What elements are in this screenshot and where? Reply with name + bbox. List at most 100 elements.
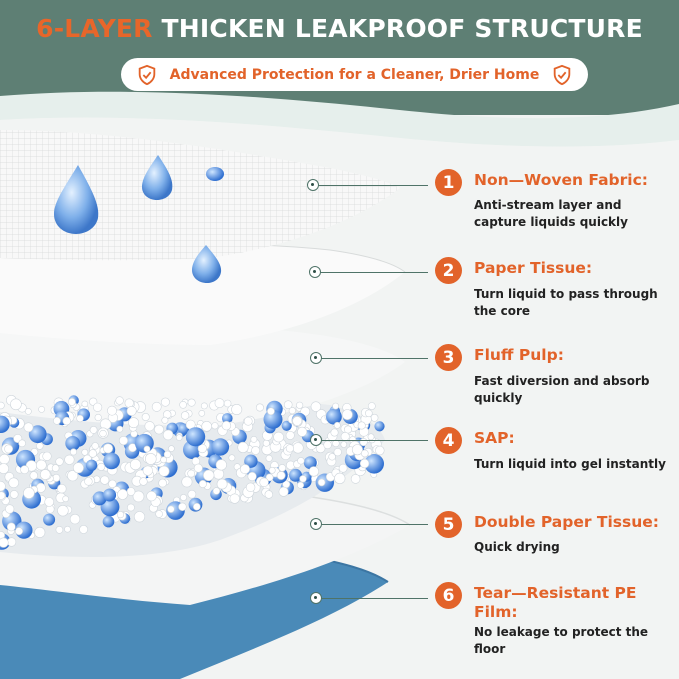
sap-bead <box>317 478 326 487</box>
layer-title: Tear—Resistant PE Film: <box>474 584 637 621</box>
sap-bead <box>357 421 366 430</box>
sap-bead <box>20 465 29 475</box>
sap-bead <box>360 449 369 458</box>
sap-bead <box>333 448 342 457</box>
leader-dot-4 <box>310 434 322 446</box>
sap-bead <box>116 510 125 519</box>
non-woven-layer <box>0 130 400 261</box>
sap-bead <box>251 445 260 455</box>
page-title: 6-LAYER THICKEN LEAKPROOF STRUCTURE <box>0 14 679 43</box>
sap-bead <box>162 429 174 441</box>
sap-bead <box>126 487 136 496</box>
sap-bead <box>72 462 84 474</box>
layer-description: Quick drying <box>474 540 560 554</box>
layer-number-badge: 1 <box>435 169 462 196</box>
sap-bead <box>81 448 89 456</box>
sap-bead <box>34 526 46 538</box>
sap-bead <box>168 445 175 452</box>
sap-bead <box>285 430 295 440</box>
sap-bead <box>245 482 256 492</box>
sap-bead <box>323 440 332 450</box>
layer-title: Fluff Pulp: <box>474 346 564 364</box>
leader-dot-5 <box>310 518 322 530</box>
sap-bead <box>52 473 61 482</box>
sap-bead <box>296 481 304 489</box>
water-droplets <box>54 155 224 283</box>
gel-bead <box>244 454 258 468</box>
sap-bead <box>283 400 293 410</box>
sap-bead <box>69 513 81 525</box>
sap-bead <box>250 435 258 443</box>
fluff-pulp-layer <box>0 322 405 426</box>
sap-bead <box>68 397 76 406</box>
gel-bead <box>43 513 56 526</box>
sap-bead <box>278 464 287 472</box>
sap-bead <box>142 465 153 476</box>
sap-bead <box>375 445 385 456</box>
sap-bead <box>160 397 170 407</box>
sap-bead <box>4 444 14 454</box>
layer-number-badge: 5 <box>435 511 462 538</box>
gel-bead <box>326 408 342 425</box>
sap-bead <box>288 407 296 415</box>
sap-bead <box>297 457 305 465</box>
sap-bead <box>179 400 187 409</box>
sap-bead <box>201 420 212 432</box>
sap-bead <box>57 484 67 494</box>
sap-bead <box>276 471 286 480</box>
sap-bead <box>64 525 71 533</box>
sap-bead <box>44 497 55 507</box>
sap-bead <box>91 442 99 450</box>
sap-bead <box>198 409 206 417</box>
sap-bead <box>338 463 348 473</box>
sap-bead <box>333 421 341 429</box>
leader-line-3 <box>321 358 428 359</box>
gel-bead <box>281 420 292 431</box>
sap-bead <box>133 511 146 523</box>
sap-bead <box>118 436 129 446</box>
gel-bead <box>364 454 385 474</box>
sap-bead <box>296 401 304 409</box>
sap-bead <box>39 469 51 480</box>
sap-bead <box>151 401 162 412</box>
leader-line-6 <box>321 598 428 599</box>
leader-dot-1 <box>307 179 319 191</box>
gel-bead <box>186 427 206 447</box>
sap-bead <box>81 400 89 408</box>
sap-bead <box>89 425 98 434</box>
sap-bead <box>161 416 169 424</box>
layer-title: Paper Tissue: <box>474 259 593 277</box>
sap-bead <box>240 464 251 475</box>
sap-bead <box>163 450 172 459</box>
sap-bead <box>264 490 273 499</box>
sap-bead <box>115 396 124 405</box>
sap-bead <box>129 458 142 471</box>
layer-number-badge: 3 <box>435 344 462 371</box>
gel-bead <box>303 456 317 470</box>
sap-bead <box>53 416 61 425</box>
gel-bead <box>103 452 120 470</box>
sap-bead <box>97 462 106 471</box>
gel-bead <box>289 468 302 482</box>
layer-number-badge: 6 <box>435 582 462 609</box>
leader-line-5 <box>321 524 428 525</box>
sap-bead <box>215 459 227 471</box>
sap-bead <box>265 454 273 462</box>
sap-bead <box>285 444 295 453</box>
sap-bead <box>237 441 249 454</box>
sap-bead <box>107 405 117 416</box>
layer-description: No leakage to protect the floor <box>474 625 649 656</box>
sap-bead <box>146 490 157 502</box>
sap-bead <box>300 406 311 417</box>
sap-bead <box>42 451 52 461</box>
sap-bead <box>340 441 348 448</box>
sap-bead <box>193 463 203 473</box>
sap-bead <box>231 403 243 415</box>
sap-bead <box>367 402 376 410</box>
sap-bead <box>364 409 373 418</box>
sap-bead <box>15 527 24 536</box>
layer-description: Turn liquid into gel instantly <box>474 457 666 471</box>
sap-bead <box>197 443 207 454</box>
sap-bead <box>193 502 201 511</box>
